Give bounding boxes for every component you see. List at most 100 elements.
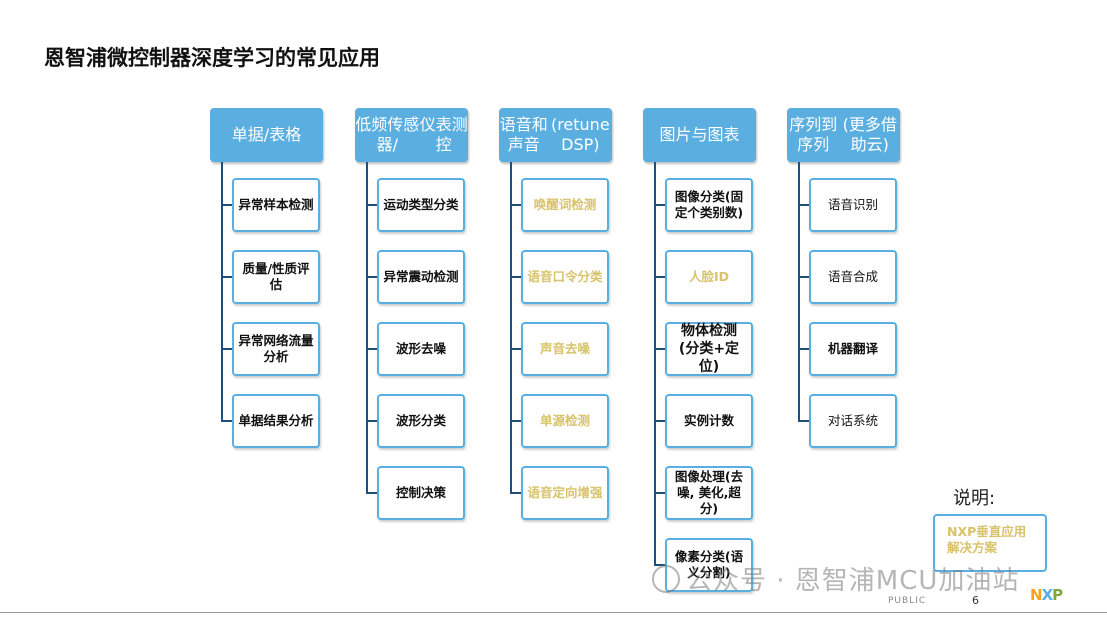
application-box-text: 波形分类 (396, 413, 446, 429)
application-box-text: 像素分类(语义分割) (675, 549, 743, 581)
application-box-text: 语音合成 (828, 269, 878, 285)
connector-horizontal (510, 348, 521, 350)
application-box-line: 定个类别数) (674, 205, 744, 220)
application-box-line: 控制决策 (395, 485, 446, 500)
application-box: 对话系统 (809, 394, 897, 448)
connector-vertical (798, 162, 800, 422)
application-box-line: 单源检测 (539, 413, 590, 428)
connector-horizontal (798, 204, 809, 206)
application-box-text: 异常样本检测 (238, 197, 313, 213)
bar-segment-orange (0, 0, 330, 7)
column-header-line: 低频传感器/ (355, 115, 420, 154)
application-box: 波形去噪 (377, 322, 465, 376)
legend-label: 说明: (953, 488, 996, 509)
application-box-line: 机器翻译 (827, 341, 878, 356)
application-box-line: 波形分类 (395, 413, 446, 428)
connector-horizontal (654, 420, 665, 422)
application-box-line: 语音定向增强 (527, 485, 603, 500)
application-box: 语音口令分类 (521, 250, 609, 304)
connector-horizontal (654, 204, 665, 206)
connector-horizontal (221, 348, 232, 350)
application-box: 单据结果分析 (232, 394, 320, 448)
connector-horizontal (510, 276, 521, 278)
application-box-line: 语音口令分类 (527, 269, 603, 284)
bar-segment-lime (818, 0, 1107, 7)
connector-horizontal (510, 492, 521, 494)
application-box-line: 像素分类(语 (674, 549, 744, 564)
column-header-line: 语音和声音 (499, 115, 548, 154)
bar-segment-olive (330, 0, 413, 7)
page-number: 6 (972, 594, 979, 607)
connector-horizontal (798, 420, 809, 422)
application-box: 图像分类(固定个类别数) (665, 178, 753, 232)
connector-horizontal (654, 276, 665, 278)
application-box: 语音合成 (809, 250, 897, 304)
application-box-text: 语音定向增强 (527, 485, 602, 501)
application-box-text: 声音去噪 (540, 341, 590, 357)
connector-horizontal (366, 204, 377, 206)
application-box: 机器翻译 (809, 322, 897, 376)
application-box-line: (分类+定位) (678, 341, 740, 375)
application-box: 单源检测 (521, 394, 609, 448)
application-box-text: 人脸ID (689, 269, 729, 285)
application-box-text: 对话系统 (828, 413, 878, 429)
connector-horizontal (798, 276, 809, 278)
application-box-line: 对话系统 (827, 413, 878, 428)
application-box-text: 控制决策 (396, 485, 446, 501)
column-header-line: 仪表测控 (419, 115, 468, 154)
application-box-line: 物体检测 (681, 323, 737, 339)
connector-horizontal (221, 276, 232, 278)
column-header-1: 单据/表格 (210, 108, 323, 162)
application-box-text: 单源检测 (540, 413, 590, 429)
nxp-logo-n: N (1030, 586, 1043, 604)
column-header-3: 语音和声音(retune DSP) (499, 108, 612, 162)
application-box: 声音去噪 (521, 322, 609, 376)
application-box-text: 波形去噪 (396, 341, 446, 357)
application-box-line: 质量/性质评 (242, 261, 310, 276)
column-header-2: 低频传感器/仪表测控 (355, 108, 468, 162)
connector-vertical (510, 162, 512, 494)
application-box: 唤醒词检测 (521, 178, 609, 232)
connector-horizontal (654, 348, 665, 350)
classification-label: PUBLIC (888, 596, 927, 606)
legend-line-1: NXP垂直应用 (947, 524, 1027, 539)
legend-line-2: 解决方案 (947, 540, 998, 555)
application-box-text: 运动类型分类 (383, 197, 458, 213)
application-box: 图像处理(去噪, 美化,超分) (665, 466, 753, 520)
application-box: 语音识别 (809, 178, 897, 232)
application-box-text: 质量/性质评估 (242, 261, 309, 293)
connector-vertical (366, 162, 368, 494)
application-box: 异常网络流量分析 (232, 322, 320, 376)
nxp-logo-x: X (1041, 586, 1054, 604)
application-box: 实例计数 (665, 394, 753, 448)
application-box-line: 语音识别 (827, 197, 878, 212)
application-box-text: 实例计数 (684, 413, 734, 429)
application-box-line: 义分割) (687, 565, 731, 580)
application-box-line: 实例计数 (683, 413, 734, 428)
application-box: 异常样本检测 (232, 178, 320, 232)
connector-horizontal (366, 276, 377, 278)
connector-vertical (654, 162, 656, 566)
column-header-line: 图片与图表 (659, 125, 740, 144)
bar-segment-blue (413, 0, 667, 7)
top-color-bar (0, 0, 1107, 7)
application-box-line: 语音合成 (827, 269, 878, 284)
column-header-line: (更多借助云) (842, 115, 897, 154)
nxp-logo-p: P (1052, 586, 1063, 604)
slide-title: 恩智浦微控制器深度学习的常见应用 (44, 46, 380, 70)
bar-segment-green (667, 0, 818, 7)
column-header-5: 序列到序列(更多借助云) (787, 108, 900, 162)
connector-horizontal (654, 492, 665, 494)
connector-horizontal (510, 420, 521, 422)
connector-horizontal (798, 348, 809, 350)
application-box-line: 波形去噪 (395, 341, 446, 356)
application-box-text: 语音口令分类 (527, 269, 602, 285)
application-box-text: 机器翻译 (828, 341, 878, 357)
application-box-line: 声音去噪 (539, 341, 590, 356)
connector-horizontal (366, 420, 377, 422)
application-box-text: 异常震动检测 (383, 269, 458, 285)
column-header-line: 单据/表格 (231, 125, 302, 144)
connector-horizontal (510, 204, 521, 206)
application-box: 控制决策 (377, 466, 465, 520)
application-box: 波形分类 (377, 394, 465, 448)
